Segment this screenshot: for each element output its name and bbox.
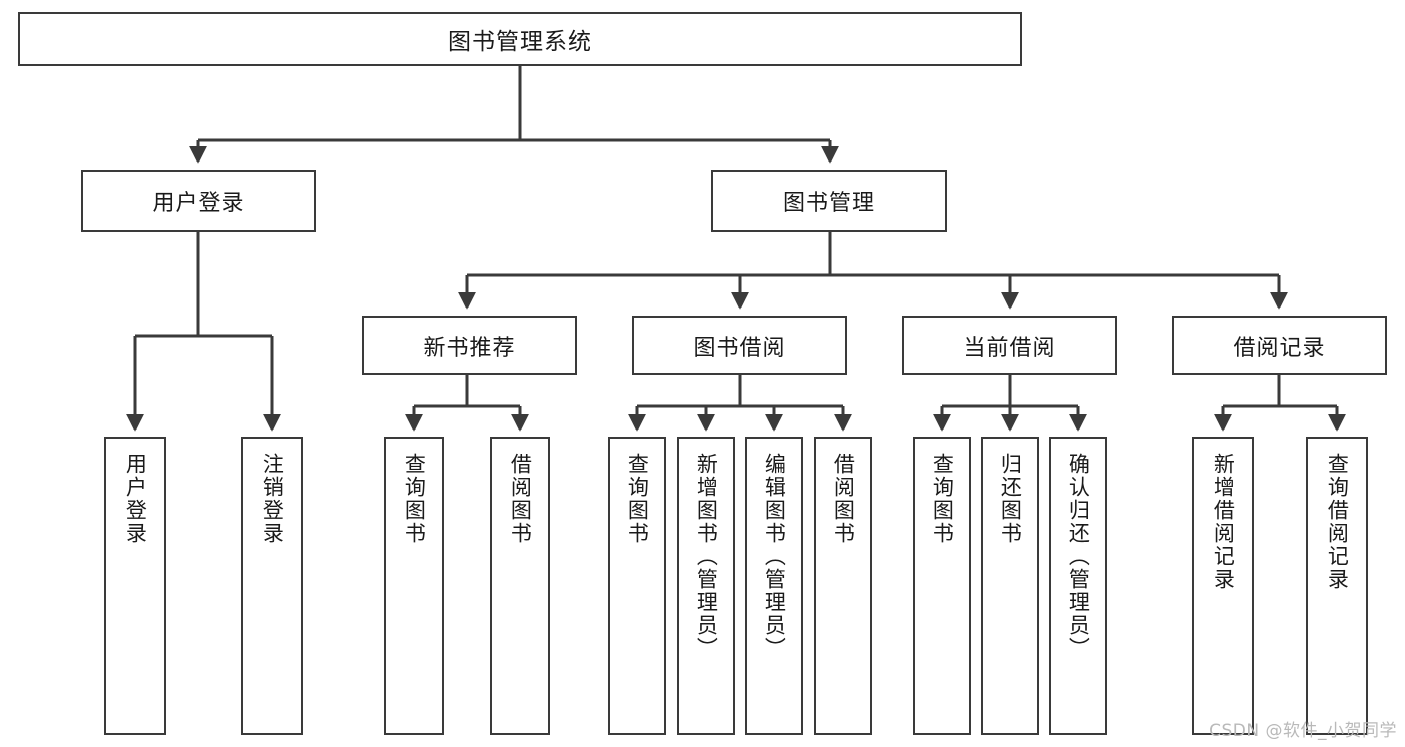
node-book-manage[interactable]: 图书管理 — [711, 170, 947, 232]
leaf-logout-login-label: 注销登录 — [260, 453, 285, 545]
leaf-return-book-label: 归还图书 — [998, 453, 1023, 545]
node-user-login[interactable]: 用户登录 — [81, 170, 316, 232]
leaf-user-login[interactable]: 用户登录 — [104, 437, 166, 735]
leaf-borrow-book-1-label: 借阅图书 — [508, 453, 533, 545]
node-new-book-recommend-label: 新书推荐 — [423, 335, 516, 361]
leaf-borrow-book-2-label: 借阅图书 — [831, 453, 856, 545]
leaf-user-login-label: 用户登录 — [123, 453, 148, 545]
node-user-login-label: 用户登录 — [152, 191, 245, 216]
leaf-query-book-3[interactable]: 查询图书 — [913, 437, 971, 735]
leaf-add-book-label: 新增图书（管理员） — [694, 453, 719, 660]
node-root[interactable]: 图书管理系统 — [18, 12, 1022, 66]
node-book-borrow[interactable]: 图书借阅 — [632, 316, 847, 375]
watermark: CSDN @软件_小贺同学 — [1209, 721, 1397, 741]
leaf-edit-book-label: 编辑图书（管理员） — [762, 453, 787, 660]
leaf-add-record-label: 新增借阅记录 — [1211, 453, 1236, 591]
node-root-label: 图书管理系统 — [448, 29, 592, 55]
node-book-borrow-label: 图书借阅 — [693, 335, 786, 361]
node-current-borrow-label: 当前借阅 — [963, 335, 1056, 361]
leaf-borrow-book-1[interactable]: 借阅图书 — [490, 437, 550, 735]
node-borrow-record-label: 借阅记录 — [1233, 335, 1326, 361]
leaf-edit-book[interactable]: 编辑图书（管理员） — [745, 437, 803, 735]
leaf-return-book[interactable]: 归还图书 — [981, 437, 1039, 735]
leaf-query-record[interactable]: 查询借阅记录 — [1306, 437, 1368, 735]
leaf-query-book-2-label: 查询图书 — [625, 453, 650, 545]
leaf-query-book-1-label: 查询图书 — [402, 453, 427, 545]
node-borrow-record[interactable]: 借阅记录 — [1172, 316, 1387, 375]
leaf-confirm-return[interactable]: 确认归还（管理员） — [1049, 437, 1107, 735]
leaf-borrow-book-2[interactable]: 借阅图书 — [814, 437, 872, 735]
leaf-query-book-2[interactable]: 查询图书 — [608, 437, 666, 735]
node-new-book-recommend[interactable]: 新书推荐 — [362, 316, 577, 375]
leaf-logout-login[interactable]: 注销登录 — [241, 437, 303, 735]
leaf-query-book-1[interactable]: 查询图书 — [384, 437, 444, 735]
leaf-add-record[interactable]: 新增借阅记录 — [1192, 437, 1254, 735]
node-book-manage-label: 图书管理 — [782, 191, 875, 216]
leaf-add-book[interactable]: 新增图书（管理员） — [677, 437, 735, 735]
node-current-borrow[interactable]: 当前借阅 — [902, 316, 1117, 375]
leaf-query-book-3-label: 查询图书 — [930, 453, 955, 545]
leaf-query-record-label: 查询借阅记录 — [1325, 453, 1350, 591]
leaf-confirm-return-label: 确认归还（管理员） — [1066, 453, 1091, 660]
